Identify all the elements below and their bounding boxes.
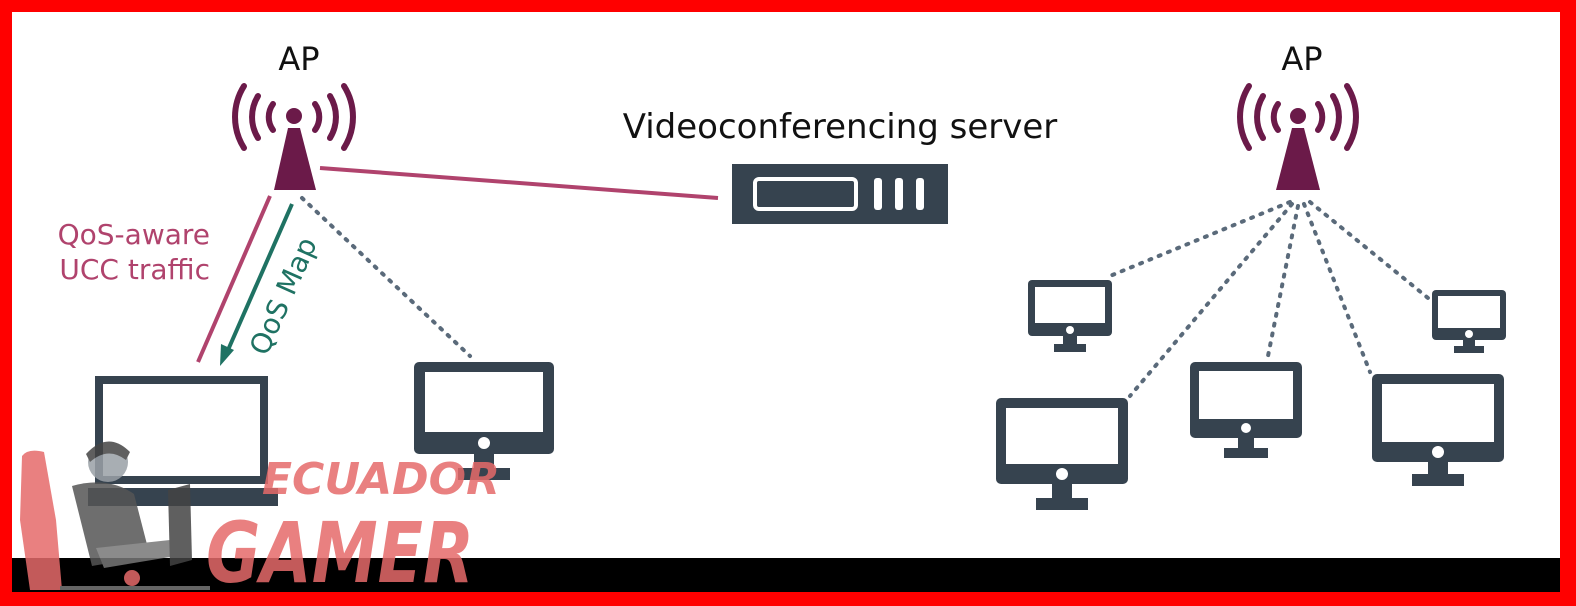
server-label: Videoconferencing server: [623, 107, 1058, 147]
right-monitor-large-right: [1372, 374, 1504, 486]
right-monitor-small-right: [1432, 290, 1506, 353]
left-ap-icon: [232, 83, 356, 190]
canvas-background: [12, 12, 1560, 558]
watermark-logo: [20, 441, 210, 590]
right-monitor-middle: [1190, 362, 1302, 458]
right-monitor-small-left: [1028, 280, 1112, 352]
right-ap-icon: [1237, 83, 1359, 190]
qos-map-arrow: [220, 203, 294, 366]
ap-server-link: [319, 166, 719, 200]
watermark-text-line1: ECUADOR: [262, 454, 500, 505]
ucc-traffic-line: [196, 195, 272, 363]
ucc-traffic-label-line2: UCC traffic: [59, 253, 210, 286]
right-monitor-large-left: [996, 398, 1128, 510]
watermark-text-line2: GAMER: [206, 504, 474, 602]
left-wireless-link: [300, 196, 472, 358]
left-ap-label: AP: [278, 40, 319, 78]
right-wireless-links: [1108, 200, 1430, 398]
server-icon: [732, 164, 948, 224]
bottom-band: [12, 558, 1560, 592]
right-ap-label: AP: [1281, 40, 1322, 78]
ucc-traffic-label-line1: QoS-aware: [58, 218, 210, 251]
left-monitor-icon: [414, 362, 554, 480]
